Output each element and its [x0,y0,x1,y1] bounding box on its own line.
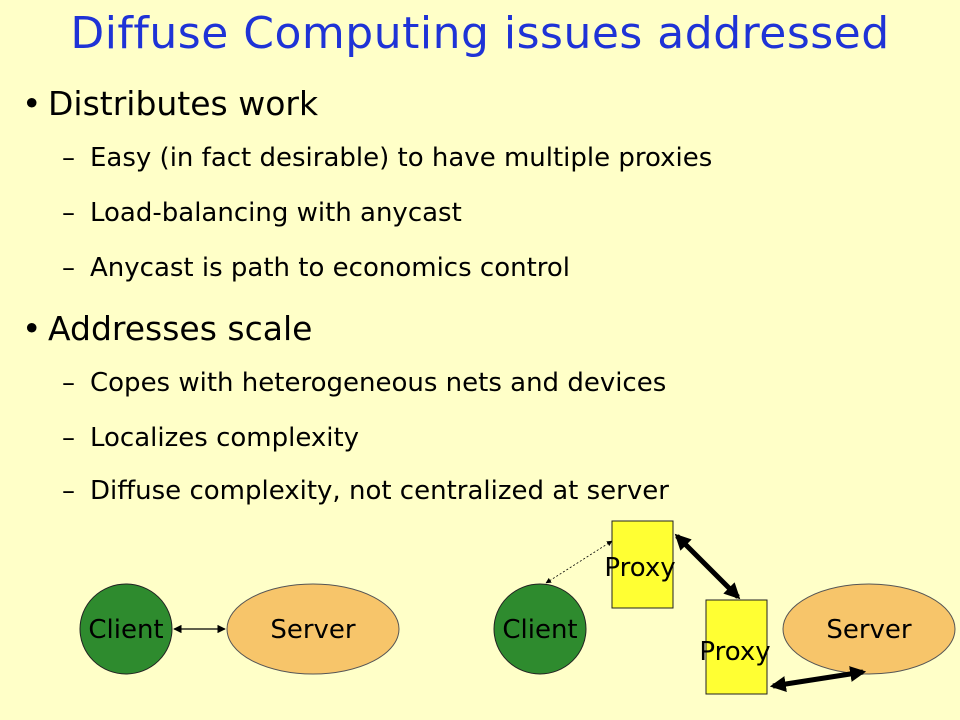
sub-bullet-text: Diffuse complexity, not centralized at s… [90,476,669,506]
server-node [226,583,400,675]
sub-bullet-item: –Easy (in fact desirable) to have multip… [62,143,712,173]
sub-bullet-item: –Load-balancing with anycast [62,198,462,228]
server-node [782,583,956,675]
server-label: Server [826,615,912,645]
slide-title: Diffuse Computing issues addressed [70,8,890,59]
client-node [79,583,173,675]
bullet-glyph: • [22,309,42,348]
sub-bullet-text: Anycast is path to economics control [90,253,571,283]
proxy-proxy-link-arrow [674,533,741,600]
sub-bullet-item: –Diffuse complexity, not centralized at … [62,476,669,506]
direct-topology: Server Client [79,583,400,675]
proxy-label: Proxy [699,637,770,667]
sub-bullet-item: –Copes with heterogeneous nets and devic… [62,368,666,398]
proxied-topology: Server Client Proxy Proxy [493,520,956,695]
dash-glyph: – [62,368,75,398]
sub-bullet-text: Copes with heterogeneous nets and device… [90,368,667,398]
proxy-label: Proxy [604,553,675,583]
server-label: Server [270,615,356,645]
sub-bullet-text: Easy (in fact desirable) to have multipl… [90,143,713,173]
sub-bullet-text: Load-balancing with anycast [90,198,462,228]
dash-glyph: – [62,476,75,506]
client-label: Client [88,615,163,645]
bullet-item: •Distributes work [22,84,318,123]
dash-glyph: – [62,143,75,173]
proxy-server-link-arrow [769,666,867,692]
bullet-item: •Addresses scale [22,309,312,348]
sub-bullet-item: –Anycast is path to economics control [62,253,570,283]
proxy-node-top [611,520,674,609]
client-label: Client [502,615,577,645]
proxy-node-bottom [705,599,768,695]
client-proxy-link-arrow [545,540,613,584]
dash-glyph: – [62,423,75,453]
bullet-heading: Distributes work [48,84,319,123]
client-node [493,583,587,675]
sub-bullet-text: Localizes complexity [90,423,360,453]
sub-bullet-item: –Localizes complexity [62,423,359,453]
dash-glyph: – [62,253,75,283]
bullet-glyph: • [22,84,42,123]
dash-glyph: – [62,198,75,228]
bullet-heading: Addresses scale [48,309,313,348]
